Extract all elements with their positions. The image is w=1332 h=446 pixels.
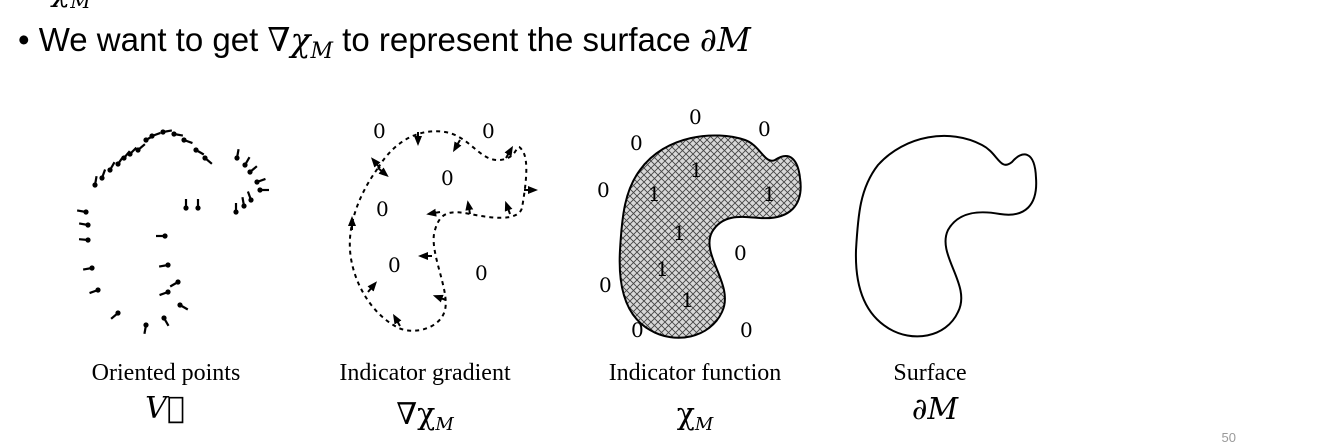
- caption-indicator-function: Indicator function: [608, 360, 782, 386]
- function-label-out-f: 0: [599, 273, 612, 297]
- bullet-point: • We want to get ∇χM to represent the su…: [18, 20, 751, 64]
- oriented-point: [107, 167, 113, 173]
- gradient-arrow: [392, 313, 402, 327]
- oriented-point: [92, 182, 98, 188]
- gradient-label-0a: 0: [373, 119, 386, 143]
- gradient-arrow: [432, 294, 447, 303]
- oriented-point: [162, 233, 168, 239]
- function-label-in-a: 1: [690, 158, 703, 182]
- oriented-point: [257, 187, 263, 193]
- oriented-point: [247, 169, 253, 175]
- gradient-arrow: [367, 281, 377, 293]
- gradient-dashed-contour: [348, 130, 528, 332]
- bullet-marker: •: [18, 21, 30, 58]
- oriented-point: [135, 147, 141, 153]
- caption-surface: Surface: [893, 360, 967, 386]
- function-label-in-b: 1: [648, 182, 661, 206]
- gradient-arrow: [371, 157, 381, 169]
- function-label-out-a: 0: [689, 105, 702, 129]
- oriented-point: [127, 151, 133, 157]
- function-label-out-b: 0: [630, 131, 643, 155]
- page-number: 50: [1221, 430, 1236, 445]
- oriented-point: [95, 287, 101, 293]
- oriented-point: [202, 155, 208, 161]
- oriented-point: [85, 222, 91, 228]
- indicator-function-panel: [618, 134, 802, 339]
- oriented-point: [234, 155, 240, 161]
- function-label-out-c: 0: [758, 117, 771, 141]
- function-label-out-d: 0: [597, 178, 610, 202]
- oriented-point: [248, 197, 254, 203]
- oriented-point: [143, 137, 149, 143]
- caption-indicator-gradient: Indicator gradient: [339, 360, 511, 386]
- oriented-point: [241, 203, 247, 209]
- oriented-point: [181, 137, 187, 143]
- oriented-point: [99, 175, 105, 181]
- oriented-points-panel: [76, 129, 269, 335]
- indicator-function-shape: [618, 134, 802, 339]
- gradient-label-0f: 0: [475, 261, 488, 285]
- surface-panel: [854, 134, 1038, 338]
- oriented-point: [85, 237, 91, 243]
- oriented-point: [242, 162, 248, 168]
- function-label-in-d: 1: [673, 221, 686, 245]
- function-label-out-h: 0: [740, 318, 753, 342]
- gradient-arrow: [465, 200, 474, 215]
- gradient-arrow: [504, 200, 513, 215]
- symbol-grad-chi: ∇χM: [396, 397, 454, 435]
- surface-outline: [854, 134, 1038, 338]
- oriented-point: [171, 131, 177, 137]
- oriented-point: [89, 265, 95, 271]
- bullet-text-1: We want to get: [38, 21, 268, 58]
- symbol-vector-v: V⃗: [145, 391, 185, 426]
- oriented-point: [183, 205, 189, 211]
- oriented-point: [160, 129, 166, 135]
- oriented-point: [175, 279, 181, 285]
- gradient-label-0b: 0: [482, 119, 495, 143]
- function-label-in-f: 1: [681, 288, 694, 312]
- bullet-text-2: to represent the surface: [333, 21, 700, 58]
- gradient-arrow: [426, 208, 441, 217]
- oriented-point: [115, 161, 121, 167]
- caption-oriented-points: Oriented points: [91, 360, 241, 386]
- gradient-arrow: [504, 145, 513, 159]
- math-grad-chi: ∇χM: [267, 20, 333, 64]
- gradient-label-0d: 0: [376, 197, 389, 221]
- gradient-arrow: [453, 139, 462, 153]
- function-label-out-e: 0: [734, 241, 747, 265]
- clipped-math-top: χM: [52, 0, 91, 13]
- gradient-label-0e: 0: [388, 253, 401, 277]
- oriented-point: [121, 155, 127, 161]
- oriented-point: [161, 315, 167, 321]
- oriented-point: [149, 133, 155, 139]
- math-partial-m: ∂M: [699, 20, 751, 59]
- indicator-gradient-panel: [348, 130, 538, 332]
- oriented-point: [165, 289, 171, 295]
- function-label-out-g: 0: [631, 318, 644, 342]
- oriented-point: [83, 209, 89, 215]
- symbol-chi: χM: [676, 397, 714, 435]
- function-label-in-e: 1: [656, 257, 669, 281]
- oriented-point: [177, 302, 183, 308]
- oriented-point: [165, 262, 171, 268]
- gradient-label-0c: 0: [441, 166, 454, 190]
- oriented-point: [143, 322, 149, 328]
- oriented-point: [254, 179, 260, 185]
- oriented-point: [195, 205, 201, 211]
- symbol-partial-m: ∂M: [911, 392, 959, 427]
- oriented-point: [193, 147, 199, 153]
- function-label-in-c: 1: [763, 182, 776, 206]
- oriented-point: [233, 209, 239, 215]
- gradient-arrow: [377, 167, 389, 177]
- oriented-point: [115, 310, 121, 316]
